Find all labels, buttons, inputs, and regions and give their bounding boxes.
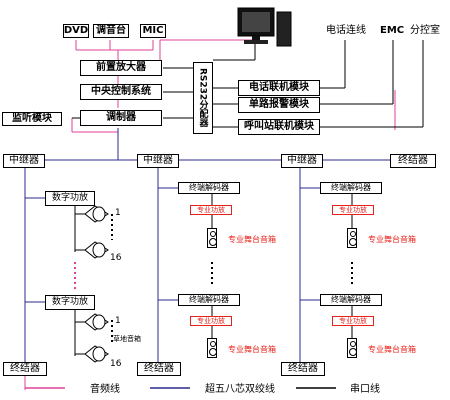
- serial-lines: [72, 40, 424, 128]
- stage-speaker-label: 专业舞台音箱: [368, 235, 416, 244]
- speaker-index-label: 16: [110, 359, 122, 369]
- ceiling-speaker-label: 草地音箱: [113, 335, 141, 343]
- phone-line-label: 电话连线: [326, 25, 366, 36]
- modulator-box: 调制器: [80, 110, 162, 126]
- terminal-decoder-box: 终端解码器: [178, 294, 240, 306]
- terminator-box: 终结器: [390, 154, 436, 168]
- alarm-module-box: 单路报警模块: [238, 97, 320, 113]
- terminator-box: 终结器: [137, 362, 181, 376]
- mic-box: MIC: [140, 24, 166, 38]
- stage-speaker-label: 专业舞台音箱: [228, 345, 276, 354]
- speaker-index-label: 1: [115, 208, 121, 218]
- call-station-module-box: 呼叫站联机模块: [238, 119, 320, 135]
- pro-amp-box: 专业功放: [190, 316, 232, 326]
- terminal-decoder-box: 终端解码器: [178, 182, 240, 194]
- legend-serial-line: 串口线: [350, 384, 380, 395]
- computer-icon: [237, 7, 292, 47]
- pro-amp-box: 专业功放: [332, 205, 374, 215]
- terminator-box: 终结器: [281, 362, 325, 376]
- terminal-decoder-box: 终端解码器: [320, 294, 382, 306]
- phone-module-box: 电话联机模块: [238, 80, 320, 96]
- stage-speaker-label: 专业舞台音箱: [368, 345, 416, 354]
- terminator-box: 终结器: [3, 362, 47, 376]
- pro-amp-box: 专业功放: [190, 205, 232, 215]
- speaker-index-label: 16: [110, 253, 122, 263]
- hub-box: 中继器: [281, 154, 323, 168]
- digital-amp-box: 数字功放: [45, 191, 95, 206]
- stage-speaker-icon: [207, 338, 217, 358]
- audio-lines: [24, 39, 396, 390]
- stage-speaker-label: 专业舞台音箱: [228, 235, 276, 244]
- horn-speaker-icon: [84, 241, 109, 259]
- horn-speaker-icon: [84, 205, 109, 223]
- stage-speaker-icon: [207, 228, 217, 248]
- digital-amp-box: 数字功放: [45, 295, 95, 310]
- stage-speaker-icon: [347, 228, 357, 248]
- legend-twisted-pair: 超五八芯双绞线: [205, 384, 275, 395]
- bus-lines: [24, 128, 390, 370]
- horn-speakers: [84, 205, 109, 363]
- preamp-box: 前置放大器: [80, 60, 162, 76]
- rs232-distributor-box: RS232分配器: [193, 62, 213, 134]
- sub-control-room-label: 分控室: [410, 25, 440, 36]
- terminal-decoder-box: 终端解码器: [320, 182, 382, 194]
- hub-box: 中继器: [137, 154, 179, 168]
- mixer-box: 调音台: [93, 24, 129, 38]
- monitor-module-box: 监听模块: [2, 112, 62, 126]
- dvd-box: DVD: [63, 24, 89, 38]
- central-control-box: 中央控制系统: [80, 84, 162, 100]
- stage-speaker-icon: [347, 338, 357, 358]
- continuation-dots-black: [111, 214, 353, 345]
- branch-lines: [74, 194, 353, 356]
- horn-speaker-icon: [84, 313, 109, 331]
- hub-box: 中继器: [3, 154, 45, 168]
- horn-speaker-icon: [84, 345, 109, 363]
- speaker-index-label: 1: [115, 316, 121, 326]
- emc-label: EMC: [380, 25, 405, 36]
- legend-audio-line: 音频线: [90, 384, 120, 395]
- pro-amp-box: 专业功放: [332, 316, 374, 326]
